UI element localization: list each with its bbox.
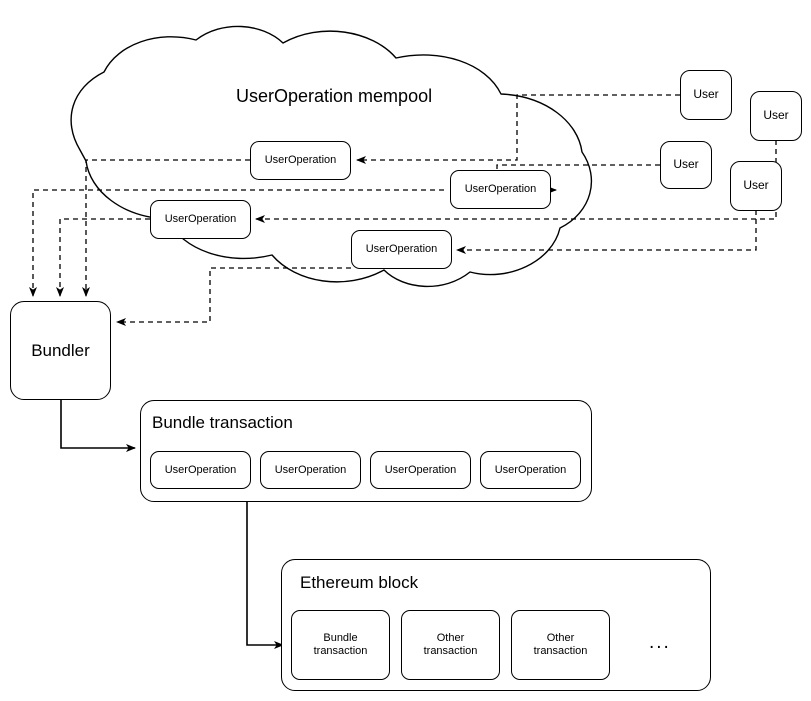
edge-userop4-to-bundler [116,267,351,326]
ethereum-tx-other-1-line1: Other [436,632,465,645]
cloud-userop-3[interactable]: UserOperation [150,200,251,239]
edge-bundle-transaction-to-ethereum-block [246,502,284,649]
ethereum-tx-bundle[interactable]: Bundle transaction [291,610,390,680]
user-node-1-label: User [693,87,719,102]
bundle-userop-3[interactable]: UserOperation [370,451,471,489]
cloud-title: UserOperation mempool [236,86,433,106]
ethereum-tx-other-1[interactable]: Other transaction [401,610,500,680]
bundle-userop-3-label: UserOperation [384,463,457,476]
bundle-userop-2[interactable]: UserOperation [260,451,361,489]
user-node-1[interactable]: User [680,70,732,120]
cloud-userop-1-label: UserOperation [264,154,337,167]
edge-userop3-to-bundler [56,218,150,297]
bundle-userop-4-label: UserOperation [494,463,567,476]
ethereum-tx-bundle-line1: Bundle [323,632,358,645]
bundle-transaction-title: Bundle transaction [152,413,293,432]
user-node-4[interactable]: User [730,161,782,211]
ethereum-block-more-ellipsis: ... [649,632,671,653]
cloud-userop-1[interactable]: UserOperation [250,141,351,180]
cloud-userop-3-label: UserOperation [164,213,237,226]
edge-bundler-to-bundle-transaction [60,400,136,452]
bundle-userop-1[interactable]: UserOperation [150,451,251,489]
ethereum-tx-bundle-line2: transaction [313,645,368,657]
bundler-label: Bundler [31,340,90,360]
user-node-4-label: User [743,178,769,193]
user-node-2-label: User [763,108,789,123]
bundle-userop-1-label: UserOperation [164,463,237,476]
ethereum-tx-other-2-line2: transaction [533,645,588,657]
user-node-2[interactable]: User [750,91,802,141]
ethereum-tx-other-2-line1: Other [546,632,575,645]
cloud-userop-2-label: UserOperation [464,183,537,196]
bundle-userop-2-label: UserOperation [274,463,347,476]
cloud-userop-2[interactable]: UserOperation [450,170,551,209]
bundle-userop-4[interactable]: UserOperation [480,451,581,489]
edge-user4-to-userop4 [456,210,757,254]
bundler-node[interactable]: Bundler [10,301,111,400]
cloud-userop-4-label: UserOperation [365,243,438,256]
user-node-3-label: User [673,157,699,172]
ethereum-tx-other-1-line2: transaction [423,645,478,657]
ethereum-block-title: Ethereum block [300,573,419,592]
ethereum-tx-other-2[interactable]: Other transaction [511,610,610,680]
user-node-3[interactable]: User [660,141,712,189]
cloud-userop-4[interactable]: UserOperation [351,230,452,269]
